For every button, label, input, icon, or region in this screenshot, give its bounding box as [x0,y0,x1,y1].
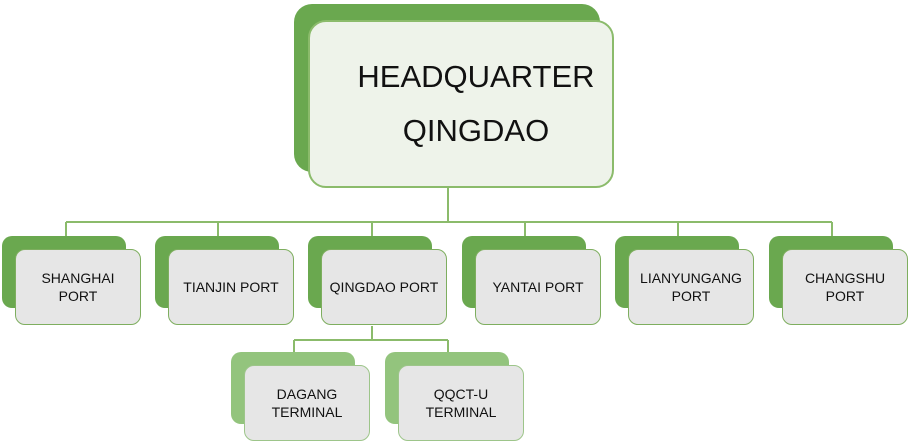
port-label: YANTAI PORT [475,249,601,325]
port-label: CHANGSHU PORT [782,249,908,325]
port-label: TIANJIN PORT [168,249,294,325]
port-label: LIANYUNGANG PORT [628,249,754,325]
port-label: QINGDAO PORT [321,249,447,325]
terminal-label: QQCT-U TERMINAL [398,365,524,441]
terminal-label: DAGANG TERMINAL [244,365,370,441]
port-label: SHANGHAI PORT [15,249,141,325]
headquarter-label: HEADQUARTER QINGDAO [308,20,614,188]
